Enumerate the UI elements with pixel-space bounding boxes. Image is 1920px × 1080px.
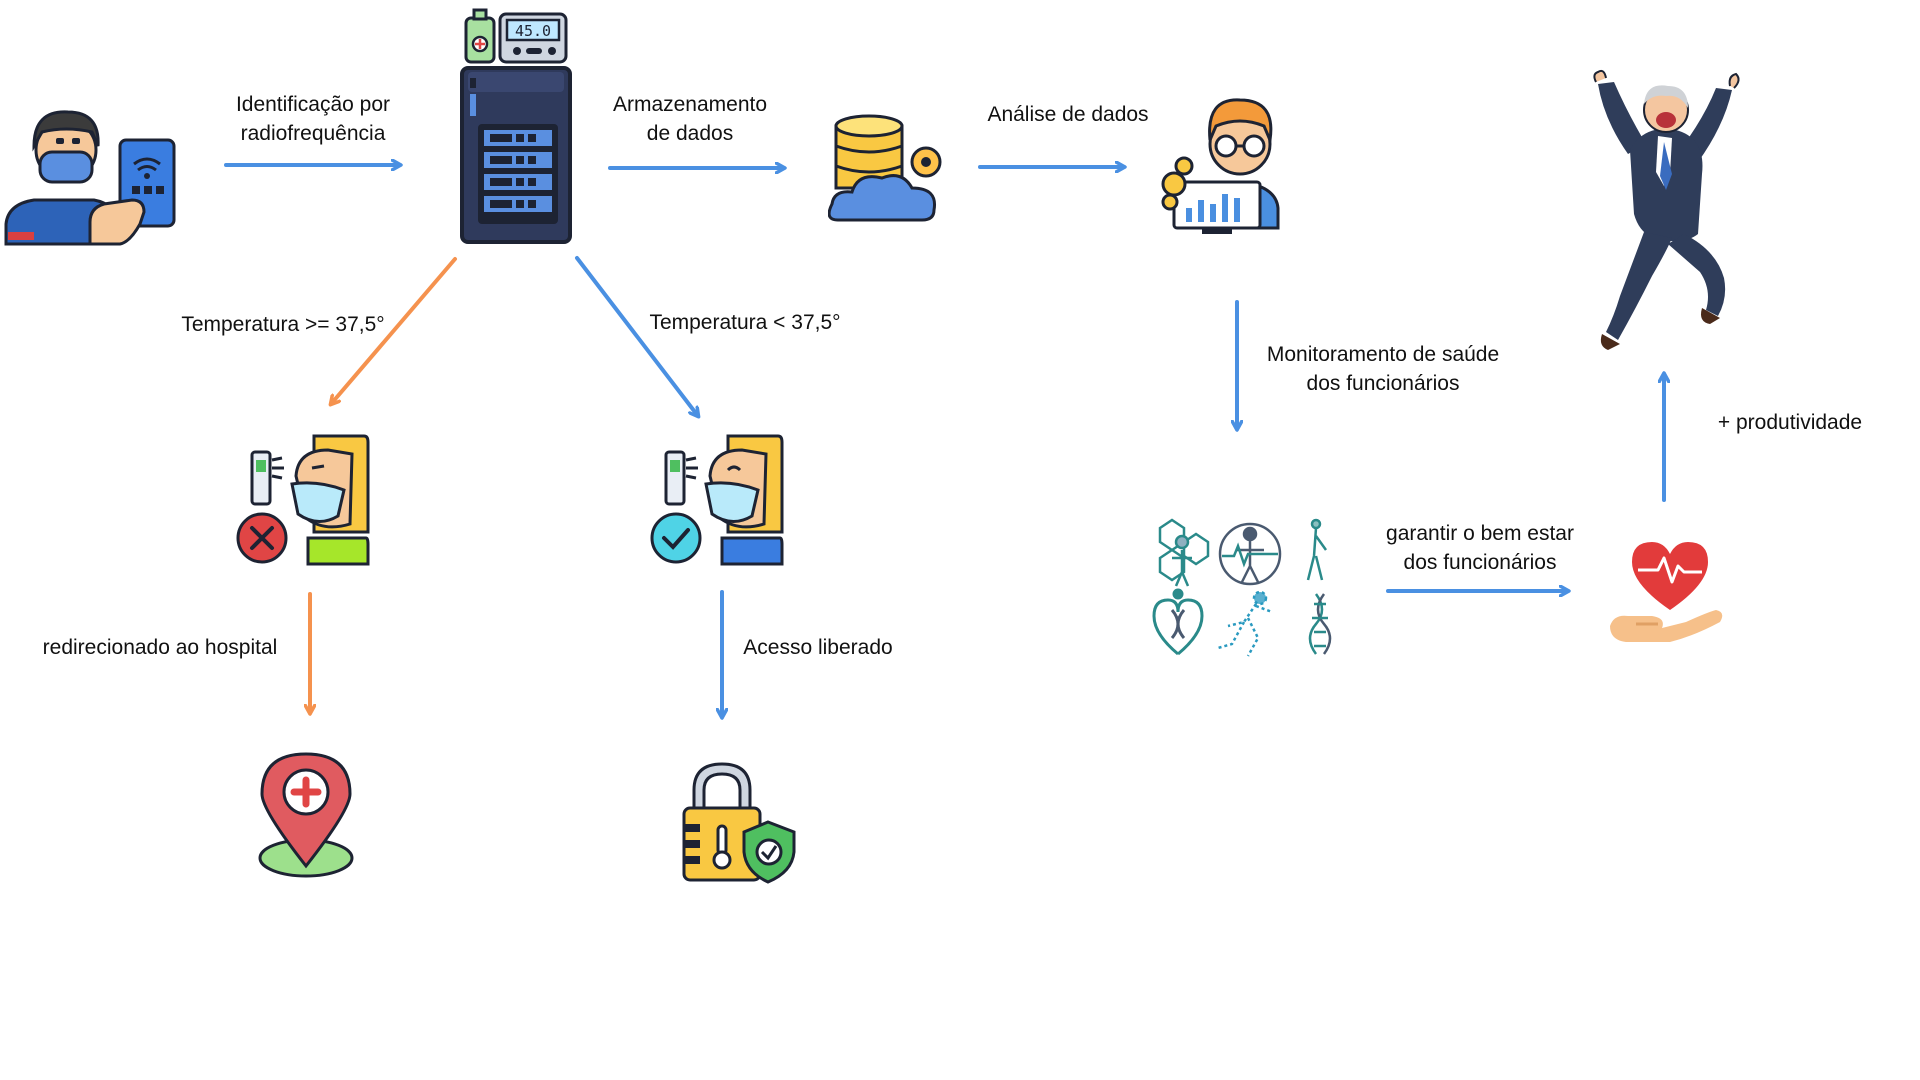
label-hospital: redirecionado ao hospital	[42, 636, 278, 659]
label-access: Acesso liberado	[743, 636, 893, 659]
label-monitoring-line1: Monitoramento de saúde	[1266, 343, 1500, 366]
label-storage-line2: de dados	[646, 122, 734, 145]
thermometer-device-icon: 45.0	[464, 8, 568, 64]
label-monitoring-line2: dos funcionários	[1306, 372, 1460, 395]
label-temp-high: Temperatura >= 37,5°	[181, 313, 385, 336]
hospital-pin-icon	[258, 752, 354, 878]
server-icon	[460, 66, 572, 244]
happy-businessman-icon	[1593, 69, 1740, 350]
arrow-server-to-denied	[331, 257, 457, 404]
label-monitoring: Monitoramento de saúde dos funcionários	[1258, 340, 1508, 398]
access-lock-icon	[682, 762, 796, 884]
label-productivity: + produtividade	[1717, 411, 1863, 434]
thermometer-reading: 45.0	[515, 22, 551, 40]
temperature-check-denied-icon	[236, 434, 370, 566]
employee-phone-icon	[4, 110, 176, 246]
label-wellbeing-line1: garantir o bem estar	[1386, 522, 1574, 545]
data-analyst-icon	[1161, 98, 1280, 234]
arrow-server-to-approved	[575, 256, 698, 416]
label-rfid-line2: radiofrequência	[240, 122, 386, 145]
heart-hand-icon	[1610, 542, 1723, 642]
label-rfid-line1: Identificação por	[235, 93, 391, 116]
label-storage-line1: Armazenamento	[612, 93, 768, 116]
temperature-check-approved-icon	[650, 434, 784, 566]
cloud-database-icon	[828, 114, 942, 222]
health-collage-icon	[1152, 518, 1332, 657]
label-temp-low: Temperatura < 37,5°	[649, 311, 841, 334]
label-wellbeing: garantir o bem estar dos funcionários	[1370, 519, 1590, 577]
label-wellbeing-line2: dos funcionários	[1403, 551, 1557, 574]
label-storage: Armazenamento de dados	[590, 90, 790, 148]
label-rfid: Identificação por radiofrequência	[218, 90, 408, 148]
label-analysis: Análise de dados	[987, 103, 1149, 126]
